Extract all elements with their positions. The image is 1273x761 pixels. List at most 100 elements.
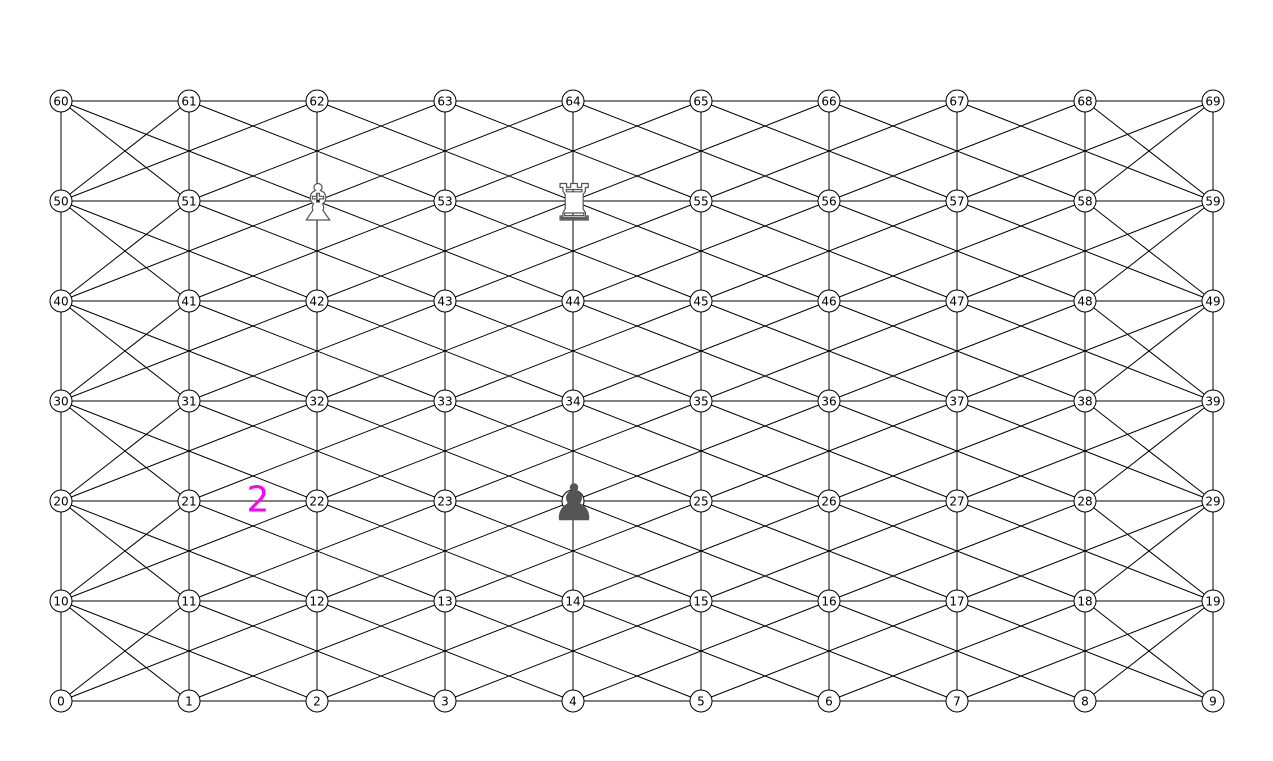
board-node-35[interactable]: 35	[689, 389, 713, 413]
board-node-11[interactable]: 11	[177, 589, 201, 613]
board-node-61[interactable]: 61	[177, 89, 201, 113]
white-bishop-icon[interactable]: ♝	[295, 173, 341, 232]
node-label: 26	[821, 495, 836, 509]
board-node-32[interactable]: 32	[305, 389, 329, 413]
board-node-9[interactable]: 9	[1201, 689, 1225, 713]
board-node-44[interactable]: 44	[561, 289, 585, 313]
board-node-58[interactable]: 58	[1073, 189, 1097, 213]
board-node-50[interactable]: 50	[49, 189, 73, 213]
board-node-41[interactable]: 41	[177, 289, 201, 313]
board-node-13[interactable]: 13	[433, 589, 457, 613]
board-node-20[interactable]: 20	[49, 489, 73, 513]
board-node-18[interactable]: 18	[1073, 589, 1097, 613]
node-label: 24	[565, 495, 580, 509]
board-node-1[interactable]: 1	[177, 689, 201, 713]
board-node-31[interactable]: 31	[177, 389, 201, 413]
board-edge	[572, 200, 830, 302]
node-label: 0	[57, 695, 65, 709]
board-node-65[interactable]: 65	[689, 89, 713, 113]
board-node-39[interactable]: 39	[1201, 389, 1225, 413]
board-node-48[interactable]: 48	[1073, 289, 1097, 313]
board-node-7[interactable]: 7	[945, 689, 969, 713]
board-node-14[interactable]: 14	[561, 589, 585, 613]
board-node-56[interactable]: 56	[817, 189, 841, 213]
board-node-17[interactable]: 17	[945, 589, 969, 613]
board-node-57[interactable]: 57	[945, 189, 969, 213]
board-node-34[interactable]: 34	[561, 389, 585, 413]
node-label: 51	[181, 195, 196, 209]
node-circle	[817, 189, 841, 213]
board-node-6[interactable]: 6	[817, 689, 841, 713]
board-edge	[60, 500, 190, 602]
board-node-63[interactable]: 63	[433, 89, 457, 113]
node-label: 40	[53, 295, 68, 309]
board-node-5[interactable]: 5	[689, 689, 713, 713]
board-node-36[interactable]: 36	[817, 389, 841, 413]
board-node-26[interactable]: 26	[817, 489, 841, 513]
board-node-49[interactable]: 49	[1201, 289, 1225, 313]
board-node-37[interactable]: 37	[945, 389, 969, 413]
board-node-30[interactable]: 30	[49, 389, 73, 413]
board-edge	[828, 200, 1086, 302]
board-node-0[interactable]: 0	[49, 689, 73, 713]
board-edge	[316, 300, 574, 402]
board-edge	[1084, 200, 1214, 302]
board-node-33[interactable]: 33	[433, 389, 457, 413]
board-node-62[interactable]: 62	[305, 89, 329, 113]
board-node-46[interactable]: 46	[817, 289, 841, 313]
board-node-10[interactable]: 10	[49, 589, 73, 613]
node-label: 64	[565, 95, 580, 109]
node-circle	[1201, 489, 1225, 513]
board-node-2[interactable]: 2	[305, 689, 329, 713]
board-edge	[828, 100, 1086, 202]
white-rook-icon[interactable]: ♜	[551, 173, 597, 232]
board-node-25[interactable]: 25	[689, 489, 713, 513]
board-edge	[444, 200, 702, 302]
board-node-60[interactable]: 60	[49, 89, 73, 113]
board-node-51[interactable]: 51	[177, 189, 201, 213]
board-node-64[interactable]: 64	[561, 89, 585, 113]
node-label: 63	[437, 95, 452, 109]
board-node-22[interactable]: 22	[305, 489, 329, 513]
board-node-12[interactable]: 12	[305, 589, 329, 613]
node-circle	[945, 189, 969, 213]
board-node-3[interactable]: 3	[433, 689, 457, 713]
board-node-42[interactable]: 42	[305, 289, 329, 313]
node-label: 28	[1077, 495, 1092, 509]
board-edge	[188, 200, 446, 302]
board-node-28[interactable]: 28	[1073, 489, 1097, 513]
board-edge	[60, 200, 190, 302]
node-label: 60	[53, 95, 68, 109]
board-node-8[interactable]: 8	[1073, 689, 1097, 713]
node-circle	[433, 689, 457, 713]
node-label: 19	[1205, 595, 1220, 609]
board-node-55[interactable]: 55	[689, 189, 713, 213]
board-node-47[interactable]: 47	[945, 289, 969, 313]
board-node-53[interactable]: 53	[433, 189, 457, 213]
board-node-19[interactable]: 19	[1201, 589, 1225, 613]
board-node-27[interactable]: 27	[945, 489, 969, 513]
board-node-15[interactable]: 15	[689, 589, 713, 613]
board-node-24[interactable]: 24	[561, 489, 585, 513]
board-node-29[interactable]: 29	[1201, 489, 1225, 513]
board-node-66[interactable]: 66	[817, 89, 841, 113]
node-label: 43	[437, 295, 452, 309]
board-node-69[interactable]: 69	[1201, 89, 1225, 113]
board-node-38[interactable]: 38	[1073, 389, 1097, 413]
board-node-45[interactable]: 45	[689, 289, 713, 313]
board-node-4[interactable]: 4	[561, 689, 585, 713]
board-node-59[interactable]: 59	[1201, 189, 1225, 213]
board-node-21[interactable]: 21	[177, 489, 201, 513]
board-edge	[60, 600, 190, 702]
board-node-16[interactable]: 16	[817, 589, 841, 613]
black-pawn-icon[interactable]: ♟	[551, 474, 597, 533]
board-node-68[interactable]: 68	[1073, 89, 1097, 113]
board-node-40[interactable]: 40	[49, 289, 73, 313]
board-node-67[interactable]: 67	[945, 89, 969, 113]
board-node-23[interactable]: 23	[433, 489, 457, 513]
board-edge	[956, 500, 1214, 602]
board-edge	[444, 300, 702, 402]
node-label: 10	[53, 595, 68, 609]
board-node-43[interactable]: 43	[433, 289, 457, 313]
node-circle	[689, 89, 713, 113]
